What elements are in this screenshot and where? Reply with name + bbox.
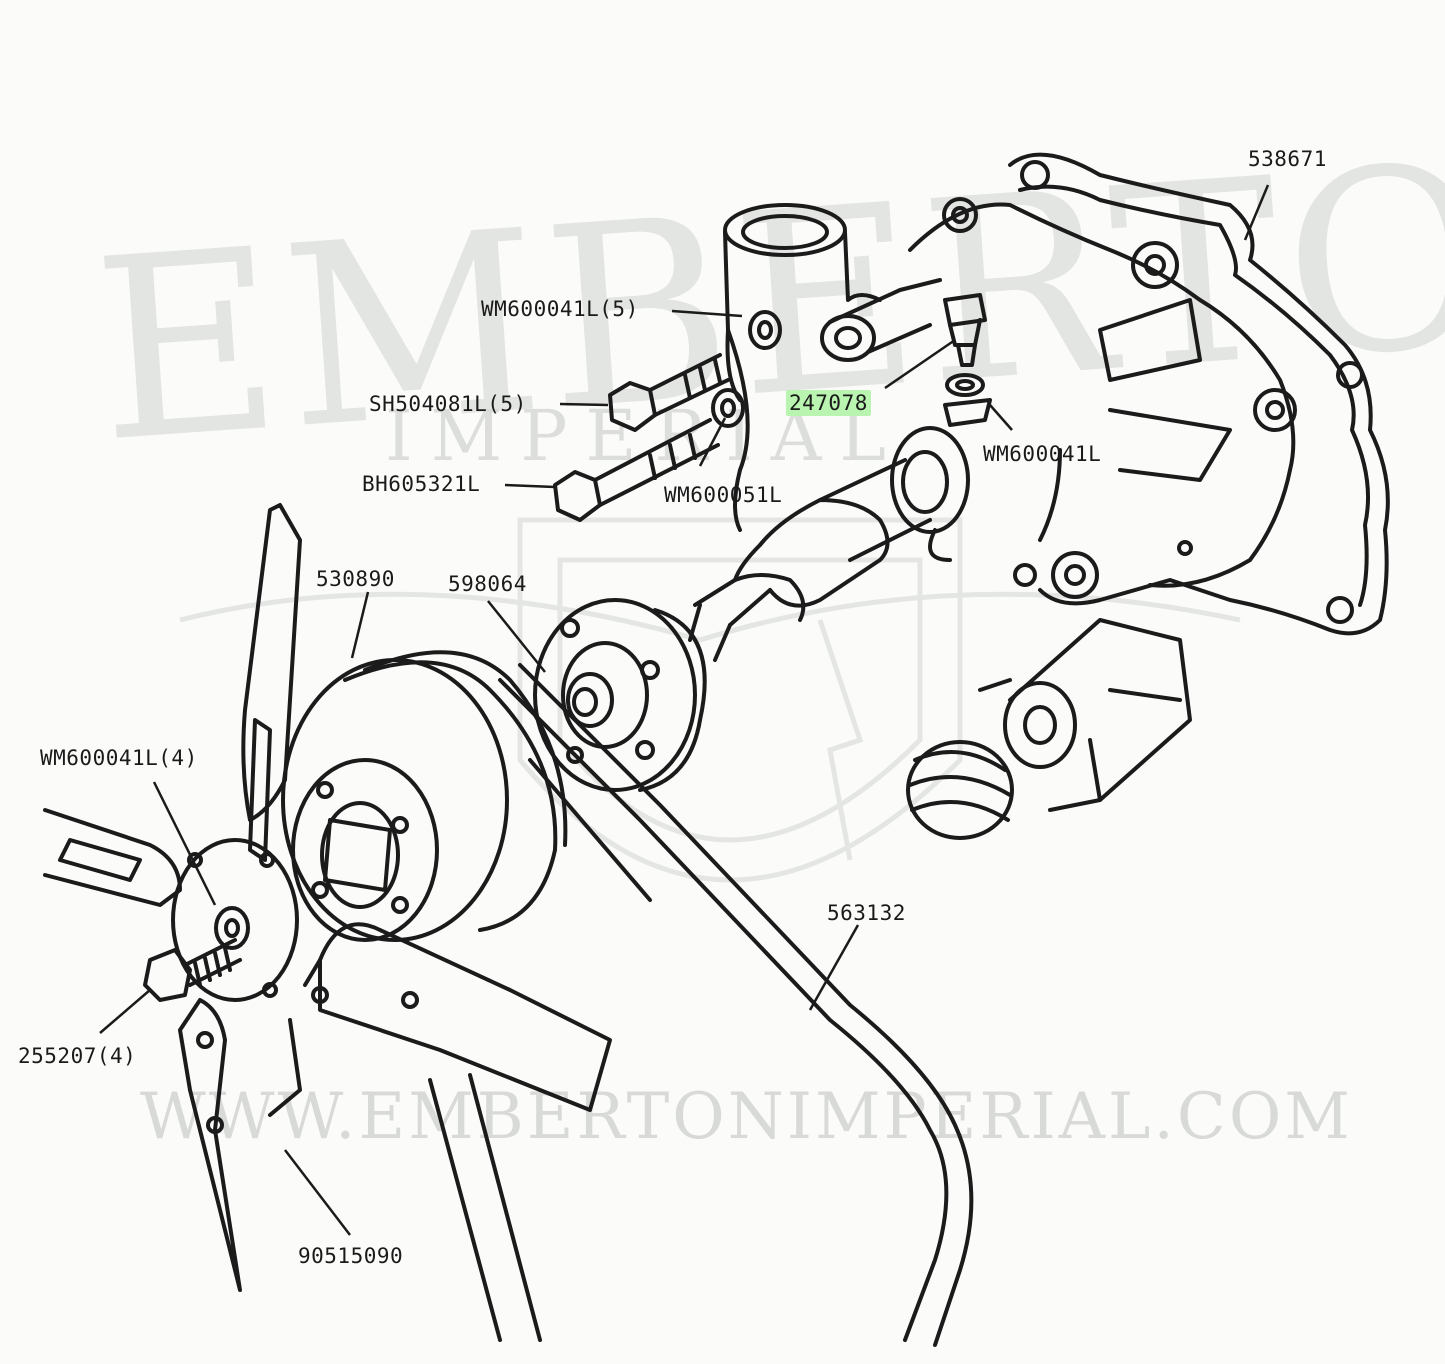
part-label-sh504081l-5[interactable]: SH504081L(5)	[369, 392, 527, 416]
watermark-crest	[179, 517, 1241, 883]
fan-90515090	[43, 503, 612, 1292]
part-label-wm600051l[interactable]: WM600051L	[664, 483, 783, 507]
part-label-255207-4[interactable]: 255207(4)	[18, 1044, 137, 1068]
hub-598064	[533, 598, 707, 792]
fan-bolt-255207	[143, 938, 242, 1002]
impeller	[906, 618, 1192, 840]
part-label-563132[interactable]: 563132	[827, 901, 906, 925]
leader-lines	[99, 184, 1270, 1236]
part-label-bh605321l[interactable]: BH605321L	[362, 472, 481, 496]
part-label-598064[interactable]: 598064	[448, 572, 527, 596]
part-label-530890[interactable]: 530890	[316, 567, 395, 591]
pulley-530890	[281, 650, 568, 942]
part-label-247078-highlighted[interactable]: 247078	[786, 390, 871, 416]
part-label-538671[interactable]: 538671	[1248, 147, 1327, 171]
bypass-stub	[820, 278, 942, 362]
part-label-90515090[interactable]: 90515090	[298, 1244, 404, 1268]
part-label-wm600041l[interactable]: WM600041L	[983, 442, 1102, 466]
line-art	[43, 152, 1390, 1347]
pump-housing	[908, 152, 1390, 636]
housing-bolts	[553, 310, 782, 522]
part-label-wm600041l-5[interactable]: WM600041L(5)	[481, 297, 639, 321]
fan-belt-563132	[428, 663, 974, 1347]
drain-plug	[943, 293, 992, 427]
part-label-wm600041l-4[interactable]: WM600041L(4)	[40, 746, 198, 770]
pump-shaft	[688, 426, 970, 662]
